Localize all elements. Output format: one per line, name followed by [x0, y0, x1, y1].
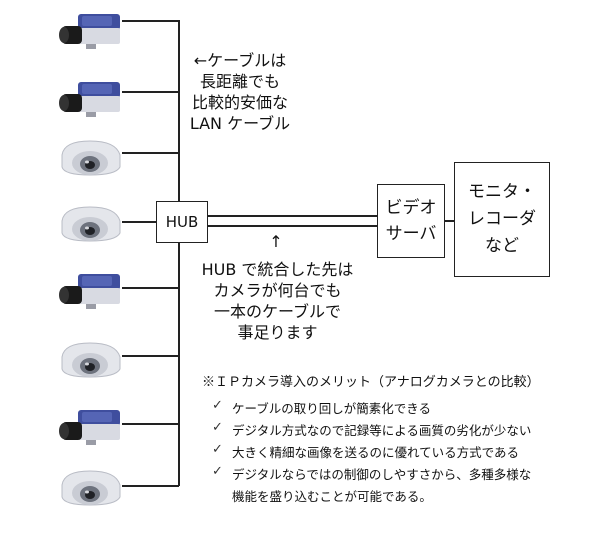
hub-note-line-1: HUB で統合した先は [201, 260, 354, 279]
merit-item: ✓デジタル方式なので記録等による画質の劣化が少ない [212, 420, 532, 438]
cable-1 [122, 91, 179, 93]
left-arrow-icon: ← [193, 51, 208, 70]
hub-note-line-4: 事足ります [237, 323, 318, 342]
lan-trunk-bottom [208, 225, 377, 227]
cable-note-line-3: 比較的安価な [191, 93, 288, 112]
cable-note-line-4: LAN ケーブル [189, 114, 291, 133]
video-link [445, 220, 454, 222]
cable-note-line-1: ←ケーブルは [193, 51, 287, 70]
box-camera-icon [59, 14, 120, 49]
merit-item-continuation: 機能を盛り込むことが可能である。 [232, 489, 432, 504]
monitor-recorder-box: モニタ・ レコーダ など [454, 162, 550, 277]
cable-4 [122, 287, 179, 289]
merit-item: ✓ケーブルの取り回しが簡素化できる [212, 398, 432, 416]
video-server-box: ビデオ サーバ [377, 184, 445, 258]
merit-item: ✓デジタルならではの制御のしやすさから、多種多様な [212, 464, 532, 482]
check-mark-icon: ✓ [212, 420, 223, 435]
hub-box: HUB [156, 201, 208, 243]
cable-6 [122, 423, 179, 425]
cable-note-line-2: 長距離でも [199, 72, 280, 91]
cable-trunk [178, 20, 180, 486]
hub-note-line-3: 一本のケーブルで [213, 302, 342, 321]
cable-top [122, 20, 179, 22]
hub-note-arrow: ↑ [269, 232, 283, 251]
box-camera-icon [59, 410, 120, 445]
merit-item: ✓大きく精細な画像を送るのに優れている方式である [212, 442, 520, 460]
hub-note: HUB で統合した先は カメラが何台でも 一本のケーブルで 事足ります [190, 259, 365, 343]
lan-trunk-top [208, 215, 377, 217]
hub-note-line-2: カメラが何台でも [213, 281, 342, 300]
dome-camera-icon [61, 140, 121, 176]
cable-note: ←ケーブルは 長距離でも 比較的安価な LAN ケーブル [185, 50, 295, 134]
dome-camera-icon [61, 342, 121, 378]
check-mark-icon: ✓ [212, 464, 223, 479]
monitor-recorder-label: モニタ・ レコーダ など [468, 182, 536, 256]
cable-5 [122, 355, 179, 357]
merits-list: ✓ケーブルの取り回しが簡素化できる ✓デジタル方式なので記録等による画質の劣化が… [212, 398, 531, 508]
dome-camera-icon [61, 206, 121, 242]
box-camera-icon [59, 82, 120, 117]
cable-bottom [122, 485, 179, 487]
merits-title: ※ＩＰカメラ導入のメリット（アナログカメラとの比較） [202, 375, 540, 390]
cable-2 [122, 152, 179, 154]
video-server-label: ビデオ サーバ [385, 198, 437, 244]
hub-label: HUB [165, 213, 199, 231]
check-mark-icon: ✓ [212, 442, 223, 457]
cable-3 [122, 221, 179, 223]
dome-camera-icon [61, 470, 121, 506]
check-mark-icon: ✓ [212, 398, 223, 413]
box-camera-icon [59, 274, 120, 309]
